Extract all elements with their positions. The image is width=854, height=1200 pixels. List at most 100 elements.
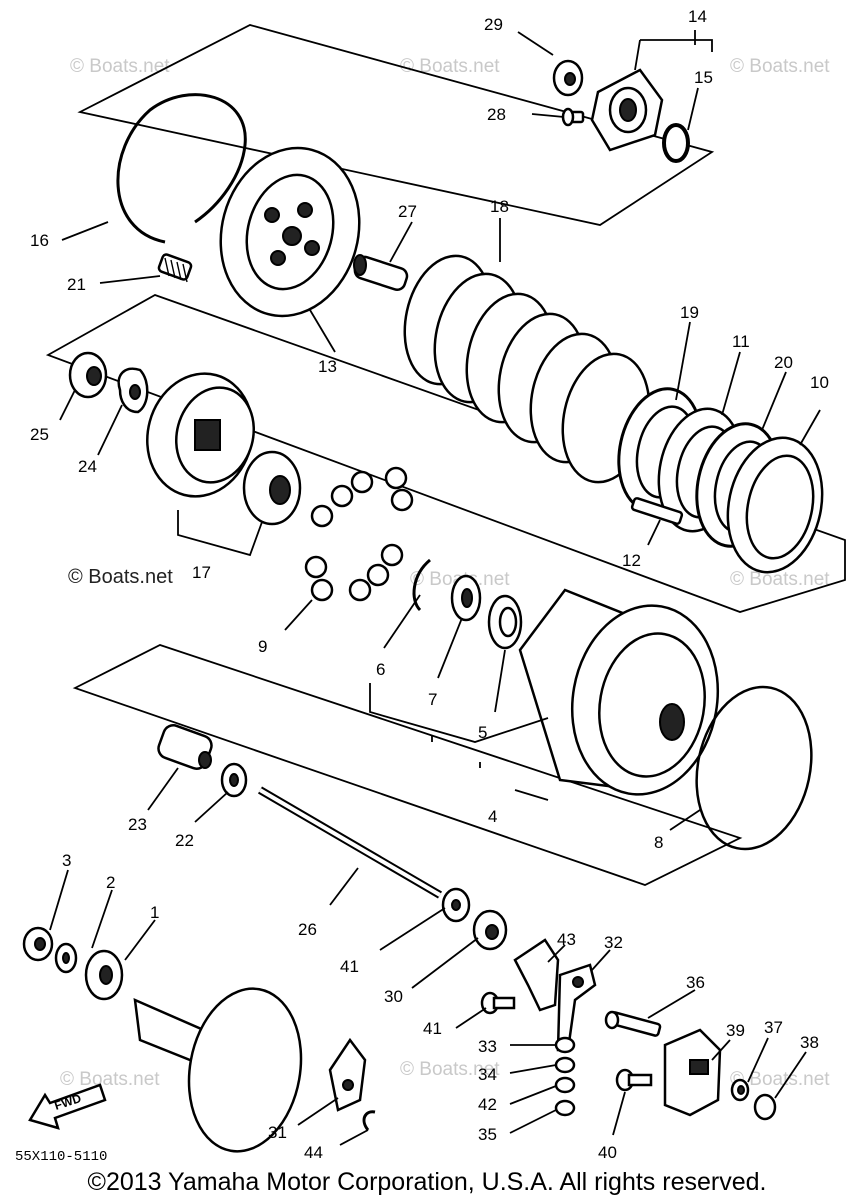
callout-1: 1 xyxy=(150,903,159,922)
callout-15: 15 xyxy=(694,68,713,87)
bracket-41-part xyxy=(513,938,560,1012)
callout-35: 35 xyxy=(478,1125,497,1144)
callout-37: 37 xyxy=(764,1018,783,1037)
washer-43-part xyxy=(554,1076,576,1094)
plate-10-part xyxy=(726,436,824,574)
spring-21-part xyxy=(157,253,193,283)
bearing-housing-14-part xyxy=(590,68,664,152)
callout-18: 18 xyxy=(490,197,509,216)
pressure-plate-13-part xyxy=(219,146,361,318)
callout-23: 23 xyxy=(128,815,147,834)
upper-assembly-outline xyxy=(77,24,715,226)
watermarks: © Boats.net © Boats.net © Boats.net © Bo… xyxy=(60,56,830,1090)
callout-13: 13 xyxy=(318,357,337,376)
circlip-15-part xyxy=(662,123,690,163)
callout-40-right: 40 xyxy=(598,1143,617,1162)
nut-29-part xyxy=(552,59,584,97)
washer-2-part xyxy=(54,942,78,974)
washer-22-part xyxy=(220,762,248,798)
washer-34-part xyxy=(554,1056,576,1074)
callout-6: 6 xyxy=(376,660,385,679)
callout-8: 8 xyxy=(654,833,663,852)
lower-assembly-outline xyxy=(72,644,743,886)
callout-44: 44 xyxy=(304,1143,323,1162)
nut-35-part xyxy=(554,1099,576,1117)
callout-41: 43 xyxy=(557,930,576,949)
callout-22: 22 xyxy=(175,831,194,850)
callout-24: 24 xyxy=(78,457,97,476)
watermark: © Boats.net xyxy=(400,56,500,77)
callout-9: 9 xyxy=(258,637,267,656)
circlip-44-part xyxy=(362,1110,376,1131)
seal-30-part xyxy=(472,909,508,951)
copyright-footer: ©2013 Yamaha Motor Corporation, U.S.A. A… xyxy=(87,1168,767,1196)
callout-2: 2 xyxy=(106,873,115,892)
washer-33-part xyxy=(554,1036,576,1054)
push-piece-23-part xyxy=(157,724,213,770)
callout-11: 11 xyxy=(732,332,750,351)
bolt-40b-part xyxy=(615,1068,653,1092)
nut-25-part xyxy=(68,351,108,399)
circlip-6-part xyxy=(412,558,432,612)
callout-34: 34 xyxy=(478,1065,497,1084)
callout-19: 19 xyxy=(680,303,699,322)
callout-10: 10 xyxy=(810,373,829,392)
bolt-28-part xyxy=(561,107,585,127)
callout-25: 25 xyxy=(30,425,49,444)
watermark: © Boats.net xyxy=(730,56,830,77)
callout-31: 31 xyxy=(268,1123,287,1142)
lock-washer-24-part xyxy=(117,367,149,414)
bolt-40a-part xyxy=(480,991,516,1015)
push-rod-27-part xyxy=(353,254,409,291)
callout-30: 30 xyxy=(384,987,403,1006)
callout-14: 14 xyxy=(688,7,707,26)
callout-38: 38 xyxy=(800,1033,819,1052)
fwd-arrow-icon: FWD xyxy=(28,1083,107,1130)
middle-assembly-outline xyxy=(45,294,846,613)
callout-7: 7 xyxy=(428,690,437,709)
callout-42: 41 xyxy=(340,957,359,976)
small-parts-stack xyxy=(554,1036,576,1117)
nut-3-part xyxy=(22,926,54,962)
callout-21: 21 xyxy=(67,275,86,294)
spring-bolt-12-part xyxy=(630,497,684,525)
callout-43: 42 xyxy=(478,1095,497,1114)
callout-20: 20 xyxy=(774,353,793,372)
callout-4: 4 xyxy=(488,807,497,826)
callout-26: 26 xyxy=(298,920,317,939)
washer-37-part xyxy=(730,1078,750,1102)
assembly-outlines xyxy=(45,24,846,886)
clutch-plates-18-part xyxy=(403,254,651,484)
callout-32: 32 xyxy=(604,933,623,952)
primary-driven-gear-4-part xyxy=(518,588,720,796)
diagram-code: 55X110-5110 xyxy=(15,1149,107,1165)
o-ring-8-part xyxy=(695,685,813,851)
bearing-5-part xyxy=(487,594,523,650)
callout-3: 3 xyxy=(62,851,71,870)
gear-1-part xyxy=(84,949,124,1001)
watermark: © Boats.net xyxy=(60,1069,160,1090)
bolt-36-part xyxy=(604,1010,662,1037)
watermark: © Boats.net xyxy=(70,56,170,77)
watermark-prominent: © Boats.net xyxy=(68,566,173,588)
callout-5: 5 xyxy=(478,723,487,742)
circlip-16-part xyxy=(116,93,247,244)
watermark: © Boats.net xyxy=(730,1069,830,1090)
callout-labels: 29 14 15 28 16 21 13 27 18 19 11 20 10 2… xyxy=(30,7,829,1162)
thrust-washer-7-part xyxy=(450,574,482,622)
callout-16: 16 xyxy=(30,231,49,250)
callout-17: 17 xyxy=(192,563,211,582)
balls-9-part xyxy=(304,466,414,602)
callout-33: 33 xyxy=(478,1037,497,1056)
push-rod-26-part xyxy=(257,786,443,899)
callout-12: 12 xyxy=(622,551,641,570)
washer-42-part xyxy=(441,887,471,923)
callout-29: 29 xyxy=(484,15,503,34)
callout-40-left: 41 xyxy=(423,1019,442,1038)
callout-27: 27 xyxy=(398,202,417,221)
leader-lines xyxy=(49,30,821,1146)
cable-bracket-39-part xyxy=(663,1028,722,1117)
clutch-boss-17-part xyxy=(146,372,256,498)
watermark: © Boats.net xyxy=(400,1059,500,1080)
